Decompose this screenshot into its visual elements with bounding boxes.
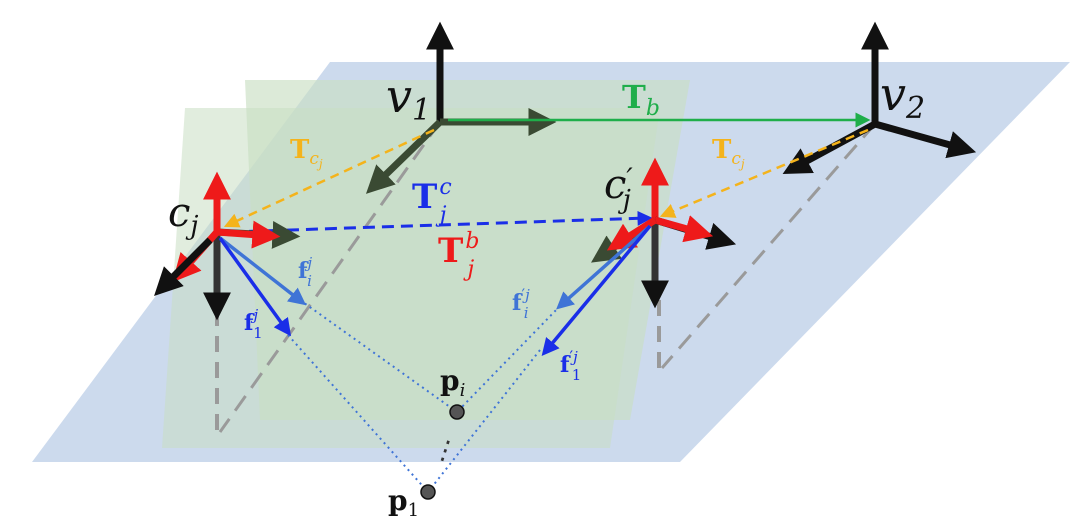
right-camera-plane [162,108,660,448]
fij-vector [218,236,307,306]
grey-dash-v2-diagonal [660,123,877,369]
v2-y-axis [874,120,977,159]
label-v1: v1 [386,69,431,128]
label-Tcj-left: Tcj [290,135,323,171]
cjprime-red-right-axis [654,215,714,243]
Tcj-left-arrow [223,128,435,228]
label-cj: cj [168,190,198,241]
landmark-p1 [420,484,436,500]
landmark-pi [449,404,465,420]
label-p1: p1 [388,484,419,521]
label-cj-prime: c′j [604,162,633,215]
f1j-prime-vector [541,224,652,357]
cj-red-right-axis [216,220,281,249]
ray-cjprime-to-pi [456,305,561,413]
label-Tcj-right: Tcj [712,135,745,171]
cj-black-diag-axis [154,237,213,296]
Tcj-right-arrow [659,128,869,218]
fij-prime-vector [556,224,652,310]
ray-cjprime-to-p1 [427,349,541,493]
label-v2: v2 [880,67,925,126]
f1j-vector [218,236,292,337]
Tjc-arrow [229,210,653,234]
cjprime-red-diag-axis [606,217,657,251]
ray-cj-to-pi [299,299,458,413]
label-Tb: Tb [622,78,660,121]
ray-cj-to-p1 [287,334,429,493]
label-pi: pi [440,364,465,401]
grey-dash-v1-diagonal [218,121,442,433]
